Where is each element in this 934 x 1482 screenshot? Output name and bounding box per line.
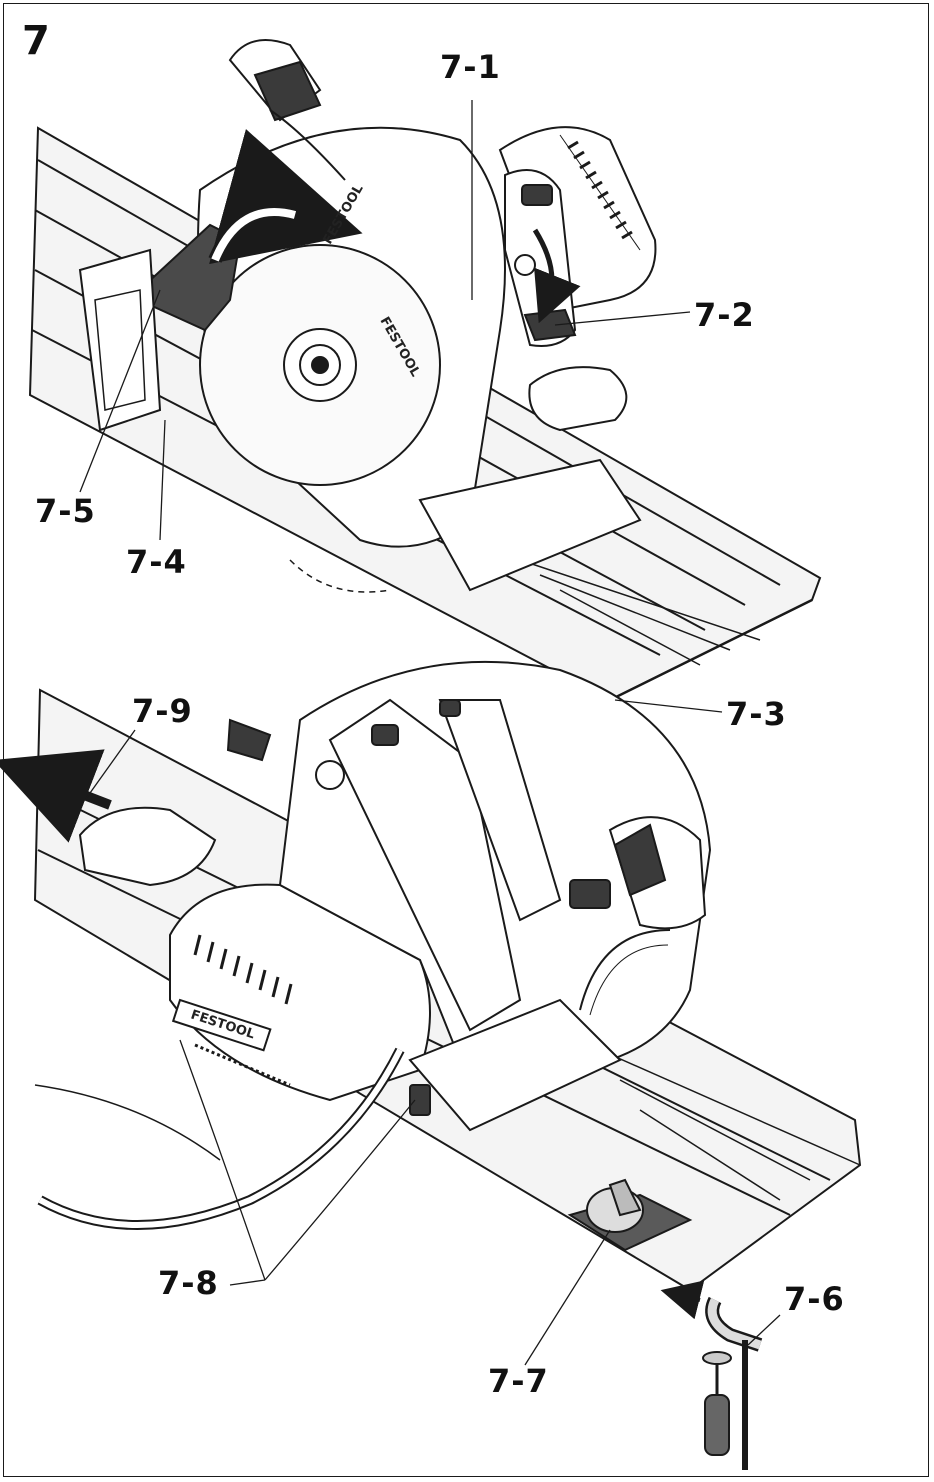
leader-7-4 [159, 419, 166, 541]
leader-7-5 [79, 289, 161, 493]
direction-arrow [0, 749, 112, 843]
figure-number: 7 [22, 18, 50, 64]
label-7-7: 7-7 [488, 1362, 549, 1400]
label-7-8: 7-8 [158, 1264, 219, 1302]
leader-7-2 [554, 311, 691, 326]
leader-7-9 [84, 729, 136, 801]
leader-7-3 [614, 699, 723, 713]
label-7-3: 7-3 [726, 695, 787, 733]
screw-clamp [660, 1280, 763, 1470]
label-7-2: 7-2 [694, 296, 755, 334]
top-circular-saw: FESTOOL FESTOOL [78, 39, 657, 593]
label-7-5: 7-5 [35, 492, 96, 530]
leader-7-8c [229, 1279, 266, 1286]
leader-7-6 [747, 1314, 781, 1346]
bottom-motor-vents [193, 934, 293, 1005]
leader-lines [79, 100, 781, 1366]
leader-7-8a [179, 1039, 266, 1281]
label-7-1: 7-1 [440, 48, 501, 86]
motor-vents [567, 140, 633, 240]
label-7-9: 7-9 [132, 692, 193, 730]
leader-7-7 [524, 1229, 611, 1366]
label-7-4: 7-4 [126, 543, 187, 581]
bottom-circular-saw: FESTOOL [34, 660, 712, 1252]
leader-7-8b [264, 1099, 416, 1281]
label-7-6: 7-6 [784, 1280, 845, 1318]
